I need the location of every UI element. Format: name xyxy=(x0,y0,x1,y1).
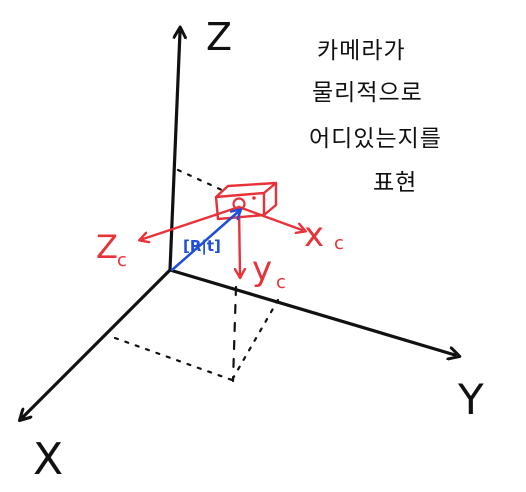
guide-vertical xyxy=(231,285,238,383)
zc-label-main: Z xyxy=(96,228,118,266)
x-axis-label: X xyxy=(33,434,63,485)
yc-label-sub: c xyxy=(276,272,286,293)
y-axis xyxy=(168,268,455,355)
annotation-note: 카메라가 물리적으로 어디있는지를 표현 xyxy=(309,38,442,196)
guide-right xyxy=(230,298,280,382)
zc-label-sub: c xyxy=(117,250,127,271)
xc-axis-arrow xyxy=(237,205,302,230)
z-axis xyxy=(168,32,180,272)
yc-axis-arrow xyxy=(239,205,240,274)
xc-label: x c xyxy=(304,215,344,255)
pose-label: [R|t] xyxy=(183,237,221,256)
zc-label: Z c xyxy=(96,228,127,271)
guide-z-top xyxy=(176,168,224,192)
xc-label-main: x xyxy=(304,215,324,255)
note-line-3: 어디있는지를 xyxy=(309,126,442,152)
x-axis xyxy=(23,268,172,417)
note-line-1: 카메라가 xyxy=(317,38,406,64)
camera-box xyxy=(214,181,278,221)
projection-guides xyxy=(113,168,280,383)
camera-dot-icon xyxy=(252,196,256,200)
xc-label-sub: c xyxy=(334,233,344,254)
z-axis-label: Z xyxy=(206,15,232,59)
note-line-2: 물리적으로 xyxy=(312,80,423,106)
pose-arrow xyxy=(170,212,238,272)
yc-label-main: y xyxy=(252,249,272,289)
guide-left xyxy=(113,336,234,382)
y-axis-label: Y xyxy=(457,375,484,424)
camera-group xyxy=(143,181,302,274)
note-line-4: 표현 xyxy=(373,170,417,196)
yc-label: y c xyxy=(252,249,286,293)
zc-axis-arrow xyxy=(143,205,241,239)
